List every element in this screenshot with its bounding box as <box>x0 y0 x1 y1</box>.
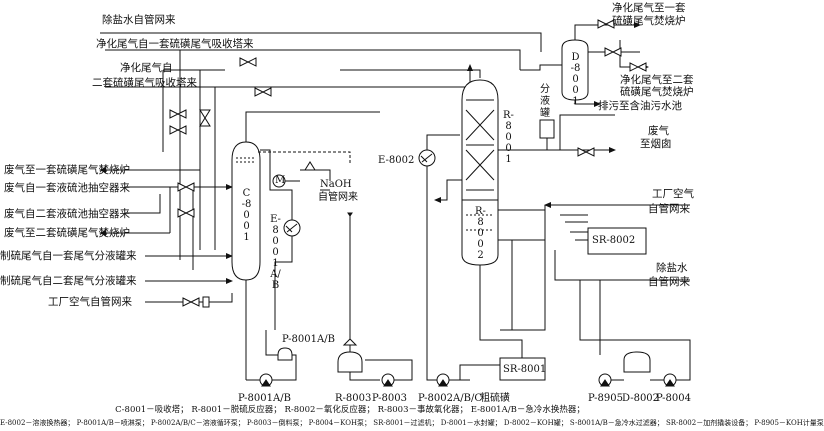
line-desalted-water-top <box>100 32 542 52</box>
label-waste-from-pump-1: 废气自一套液硫池抽空器来 <box>4 182 130 194</box>
label-naoh-b: 自管网来 <box>318 192 358 203</box>
label-purified-gas-2a: 净化尾气自 <box>120 62 173 74</box>
label-p8905: P-8905 <box>588 393 624 404</box>
label-sr8001: SR-8001 <box>503 364 547 375</box>
d8002-shape <box>623 351 651 373</box>
label-plant-air-left: 工厂空气自管网来 <box>48 296 132 308</box>
label-waste-to-incinerator-1: 废气至一套硫磺尾气焚烧炉 <box>4 164 130 176</box>
label-crude-sulfur: 粗硫磺 <box>480 393 510 404</box>
label-p8001-spray: P-8001A/B <box>282 334 335 345</box>
label-to-incinerator-1b: 硫磺尾气焚烧炉 <box>612 15 686 27</box>
r8001-shape <box>461 79 499 201</box>
label-purified-gas-2b: 二套硫磺尾气吸收塔来 <box>92 77 197 89</box>
legend-line-1: C-8001－吸收塔； R-8001－脱硫反应器； R-8002－氧化反应器； … <box>115 405 585 415</box>
label-to-chimney-a: 废气 <box>648 125 669 137</box>
line-waste-from-pump-2 <box>125 194 161 214</box>
label-plant-air-right-a: 工厂空气 <box>652 188 694 200</box>
label-separator-3: 罐 <box>540 108 550 119</box>
label-sulfur-gas-2: 制硫尾气自二套尾气分液罐来 <box>0 275 137 287</box>
legend-line-2: E-8002－溶液换热器； P-8001A/B－喷淋泵； P-8002A/B/C… <box>0 419 824 427</box>
label-r8002: R-8002 <box>475 206 486 261</box>
r8003-shape <box>337 351 363 373</box>
label-naoh-a: NaOH <box>320 179 352 190</box>
label-sulfur-gas-1: 制硫尾气自一套尾气分液罐来 <box>0 250 137 262</box>
sr8002-box <box>587 227 647 255</box>
label-drain-to-pond: 排污至含油污水池 <box>598 100 682 112</box>
label-waste-to-incinerator-2: 废气至二套硫磺尾气焚烧炉 <box>4 227 130 239</box>
label-d8001: D-8001 <box>570 52 581 107</box>
label-to-incinerator-1a: 净化尾气至一套 <box>612 2 686 14</box>
label-p8004: P-8004 <box>656 393 692 404</box>
label-p8003: P-8003 <box>372 393 408 404</box>
label-desalted-right-b: 自管网来 <box>648 276 690 288</box>
label-to-incinerator-2a: 净化尾气至二套 <box>620 74 694 86</box>
d8001-shape <box>561 39 589 101</box>
label-e8002: E-8002 <box>378 155 415 166</box>
label-controller-m: M <box>275 175 286 186</box>
label-p8001-pump: P-8001A/B <box>238 393 291 404</box>
label-p8002: P-8002A/B/C <box>418 393 482 404</box>
line-plant-air-left <box>145 293 233 303</box>
flow-diagram-drawing <box>99 19 691 387</box>
label-desalted-right-a: 除盐水 <box>656 262 688 274</box>
absorber-c8001-shape <box>231 141 261 281</box>
label-r8001: R-8001 <box>503 110 514 165</box>
label-to-chimney-b: 至烟囱 <box>640 138 672 150</box>
label-d8002: D-8002 <box>622 393 660 404</box>
label-e8001: E-8001A/B <box>270 214 281 291</box>
line-desalted-water-right <box>554 250 690 281</box>
label-to-incinerator-2b: 硫磺尾气焚烧炉 <box>620 86 694 98</box>
label-c8001: C-8001 <box>241 188 252 243</box>
label-separator-1: 分 <box>540 84 550 95</box>
label-desalted-water-top: 除盐水自管网来 <box>102 14 176 26</box>
label-sr8002: SR-8002 <box>592 235 636 246</box>
label-separator-2: 液 <box>540 96 550 107</box>
label-waste-from-pump-2: 废气自二套液硫池抽空器来 <box>4 208 130 220</box>
label-purified-gas-1: 净化尾气自一套硫磺尾气吸收塔来 <box>96 38 254 50</box>
label-plant-air-right-b: 自管网来 <box>648 203 690 215</box>
label-r8003: R-8003 <box>335 393 372 404</box>
